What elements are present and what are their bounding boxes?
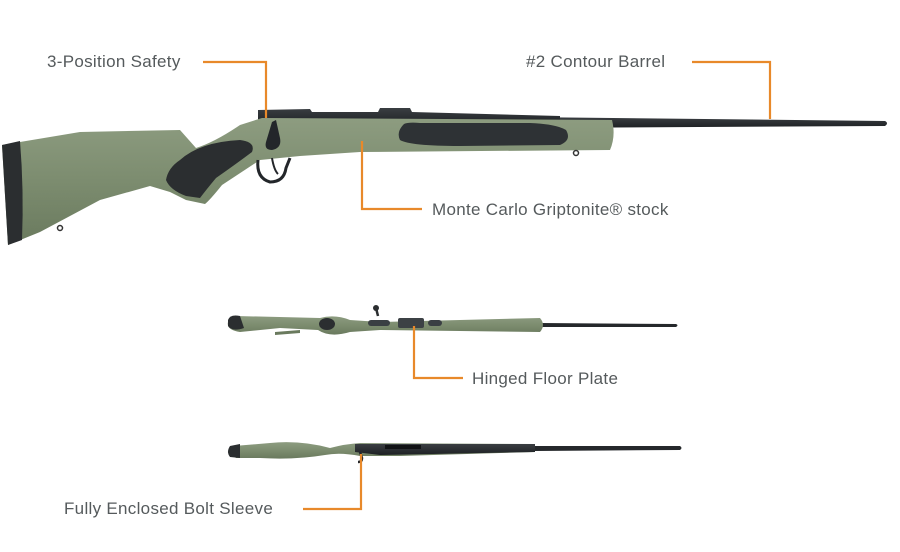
callout-line-bolt-sleeve <box>303 454 363 511</box>
barrel-top <box>535 446 682 451</box>
rifle-bottom-view <box>227 305 678 335</box>
trigger-guard <box>256 157 292 184</box>
callout-lines <box>203 60 772 511</box>
callout-line-barrel <box>692 60 772 119</box>
buttpad-top <box>228 444 240 458</box>
bolt-handle <box>265 120 281 150</box>
stock <box>2 118 614 245</box>
trigger <box>271 157 279 175</box>
rifle-side-view <box>2 108 887 245</box>
callout-label-stock: Monte Carlo Griptonite® stock <box>432 200 669 219</box>
callout-line-stock <box>360 141 422 211</box>
recoil-pad <box>2 141 23 245</box>
callout-label-bolt-sleeve: Fully Enclosed Bolt Sleeve <box>64 499 274 518</box>
buttpad-bottom <box>228 315 244 330</box>
floor-plate <box>398 318 424 328</box>
receiver-top <box>355 444 535 455</box>
grip-panel <box>166 140 253 198</box>
callout-line-safety <box>203 60 268 118</box>
forend-panel <box>398 122 568 146</box>
rifle-top-view <box>228 442 682 464</box>
callout-label-barrel: #2 Contour Barrel <box>526 52 666 71</box>
grip-cap <box>319 318 335 330</box>
callout-line-floor-plate <box>412 326 463 380</box>
callout-label-floor-plate: Hinged Floor Plate <box>472 369 619 388</box>
barrel-bottom <box>540 323 678 327</box>
callout-label-safety: 3-Position Safety <box>47 52 181 71</box>
